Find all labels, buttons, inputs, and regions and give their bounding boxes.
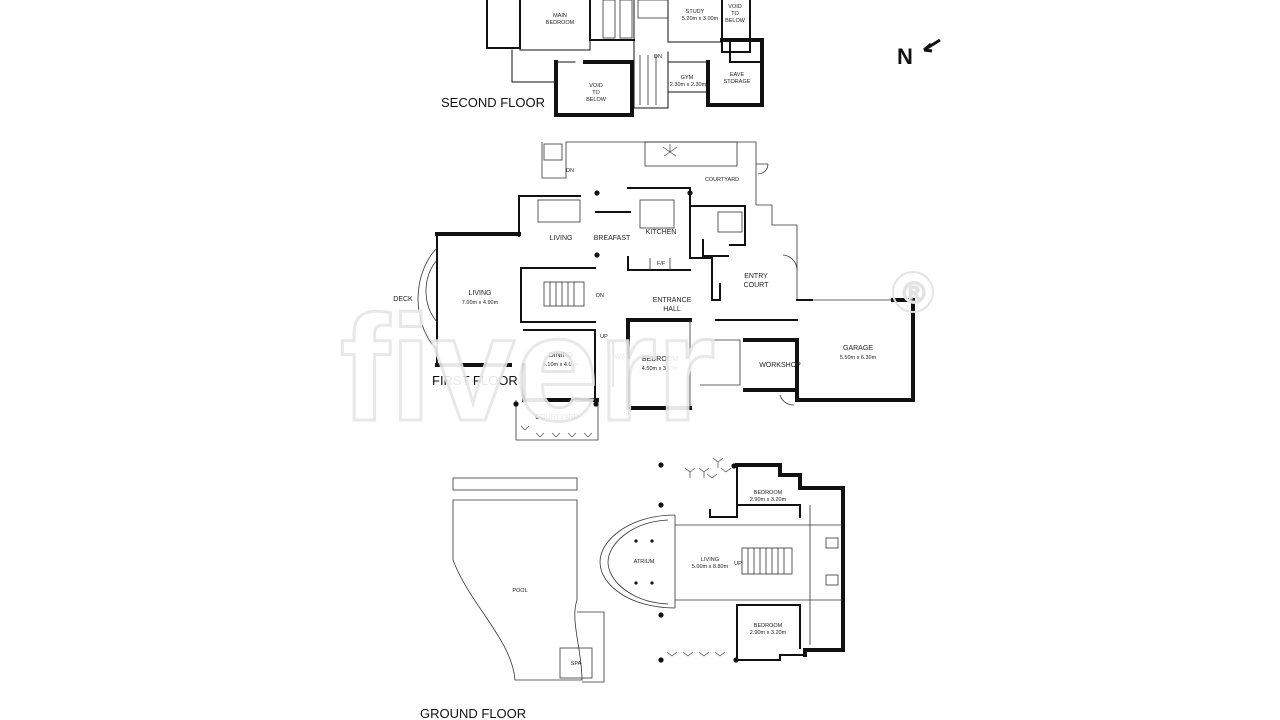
room-label-entrance-hall: ENTRANCE — [653, 297, 692, 304]
room-label-eave-storage-line2: STORAGE — [724, 79, 751, 85]
first-floor-plan: COURTYARD DN LIVING BREAFAST KITCHEN F/F… — [393, 141, 915, 441]
room-label-main-bedroom: MAIN — [553, 13, 567, 19]
room-label-void-left: VOID — [589, 83, 602, 89]
room-label-dining: DINING — [549, 352, 574, 359]
stair-label-up-ground: UP — [734, 561, 742, 567]
room-label-void-right: VOID — [728, 4, 741, 10]
room-label-living-upper: LIVING — [550, 235, 573, 242]
room-label-bedroom-bottom: BEDROOM — [754, 623, 783, 629]
watermark: fiverr ® — [339, 271, 934, 454]
room-label-courtyard-bottom: COURTYARD — [535, 414, 579, 421]
stair-label-dn: DN — [654, 54, 662, 60]
room-label-workshop: WORKSHOP — [759, 362, 801, 369]
north-label: N — [897, 44, 913, 69]
north-arrow: N — [897, 38, 941, 69]
room-dimensions-bedroom-top: 2.90m x 3.20m — [750, 497, 787, 503]
watermark-registered-mark: ® — [903, 277, 925, 310]
room-label-living-ground: LIVING — [701, 557, 719, 563]
room-label-gym: GYM — [681, 75, 694, 81]
room-label-pool: POOL — [512, 588, 527, 594]
room-label-void-right-line2: TO — [731, 11, 739, 17]
stair-label-dn-top: DN — [566, 168, 574, 174]
room-label-bedroom-top: BEDROOM — [754, 490, 783, 496]
room-label-kitchen: KITCHEN — [646, 229, 677, 236]
room-label-courtyard-top: COURTYARD — [705, 177, 739, 183]
room-dimensions-living-ground: 5.00m x 8.80m — [692, 564, 729, 570]
room-dimensions-bedroom: 4.50m x 3.00m — [642, 366, 679, 372]
room-dimensions-garage: 5.50m x 6.30m — [840, 355, 877, 361]
watermark-text: fiverr — [340, 284, 715, 452]
room-label-void-left-line3: BELOW — [586, 97, 607, 103]
room-dimensions-living-main: 7.00m x 4.90m — [462, 300, 499, 306]
stair-label-up: UP — [600, 334, 608, 340]
room-label-garage: GARAGE — [843, 345, 873, 352]
room-label-void-left-line2: TO — [592, 90, 600, 96]
room-label-study: STUDY — [686, 9, 705, 15]
floor-title-ground: GROUND FLOOR — [420, 706, 526, 720]
room-label-spa: SPA — [571, 661, 582, 667]
room-dimensions-study: 5.20m x 3.00m — [682, 16, 719, 22]
room-dimensions-dining: 4.10m x 4.00m — [543, 362, 580, 368]
room-label-bedroom: BEDROOM — [642, 356, 678, 363]
room-label-breakfast: BREAFAST — [594, 235, 631, 242]
room-label-eave-storage: EAVE — [730, 72, 745, 78]
room-label-wir: WIR — [614, 354, 628, 361]
room-label-entry-court-line2: COURT — [744, 282, 769, 289]
room-label-entry-court: ENTRY — [744, 273, 768, 280]
stair-label-dn-main: DN — [596, 293, 604, 299]
room-label-void-right-line3: BELOW — [725, 18, 746, 24]
second-floor-plan: MAIN BEDROOM STUDY 5.20m x 3.00m VOID TO… — [441, 0, 764, 117]
room-label-entrance-hall-line2: HALL — [663, 306, 681, 313]
fixture-label-ff: F/F — [657, 261, 666, 267]
floor-title-second: SECOND FLOOR — [441, 95, 545, 110]
room-label-main-bedroom-line2: BEDROOM — [546, 20, 575, 26]
ground-floor-plan: POOL SPA ATRIUM LIVING 5.00m x 8.80m UP … — [420, 457, 845, 720]
room-label-atrium: ATRIUM — [634, 559, 655, 565]
room-dimensions-bedroom-bottom: 2.90m x 3.20m — [750, 630, 787, 636]
north-arrow-icon — [923, 38, 941, 53]
room-label-living-main: LIVING — [469, 290, 492, 297]
floor-title-first: FIRST FLOOR — [432, 373, 518, 388]
room-dimensions-gym: 2.30m x 2.30m — [670, 82, 707, 88]
room-label-deck: DECK — [393, 296, 413, 303]
